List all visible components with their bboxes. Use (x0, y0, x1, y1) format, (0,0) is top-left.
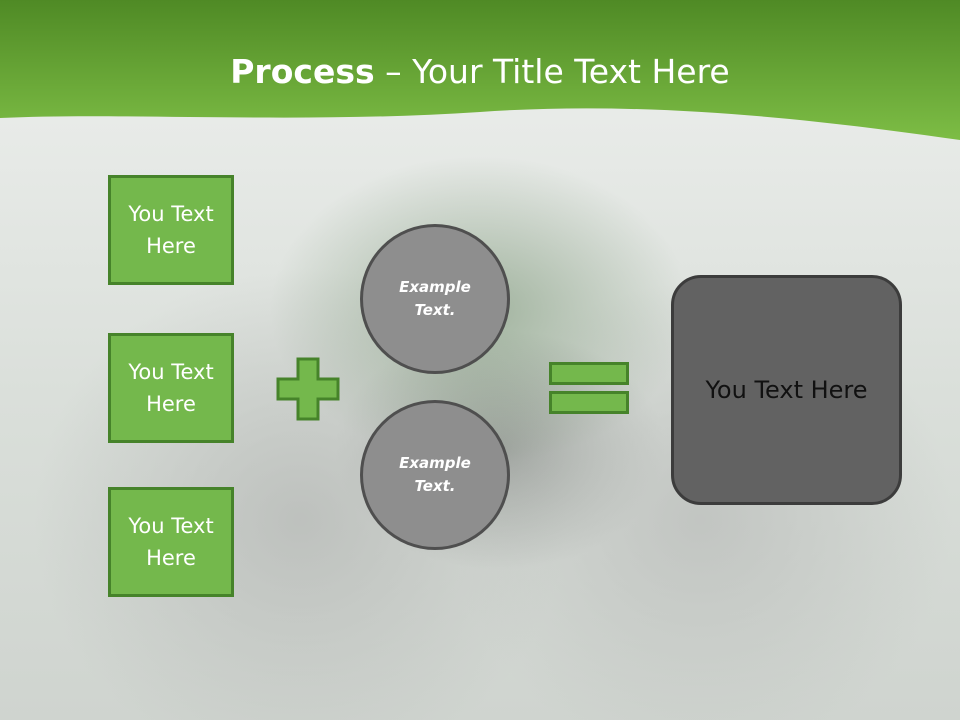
example-circle-2[interactable]: Example Text. (360, 400, 510, 550)
title-rest-part: – Your Title Text Here (374, 52, 730, 91)
text-box-3[interactable]: You Text Here (108, 487, 234, 597)
page-title: Process – Your Title Text Here (0, 52, 960, 91)
equals-icon (549, 362, 629, 414)
example-circle-1[interactable]: Example Text. (360, 224, 510, 374)
text-box-1[interactable]: You Text Here (108, 175, 234, 285)
plus-icon (276, 357, 340, 421)
title-bold-part: Process (230, 52, 375, 91)
result-box[interactable]: You Text Here (671, 275, 902, 505)
text-box-2[interactable]: You Text Here (108, 333, 234, 443)
title-banner (0, 0, 960, 140)
